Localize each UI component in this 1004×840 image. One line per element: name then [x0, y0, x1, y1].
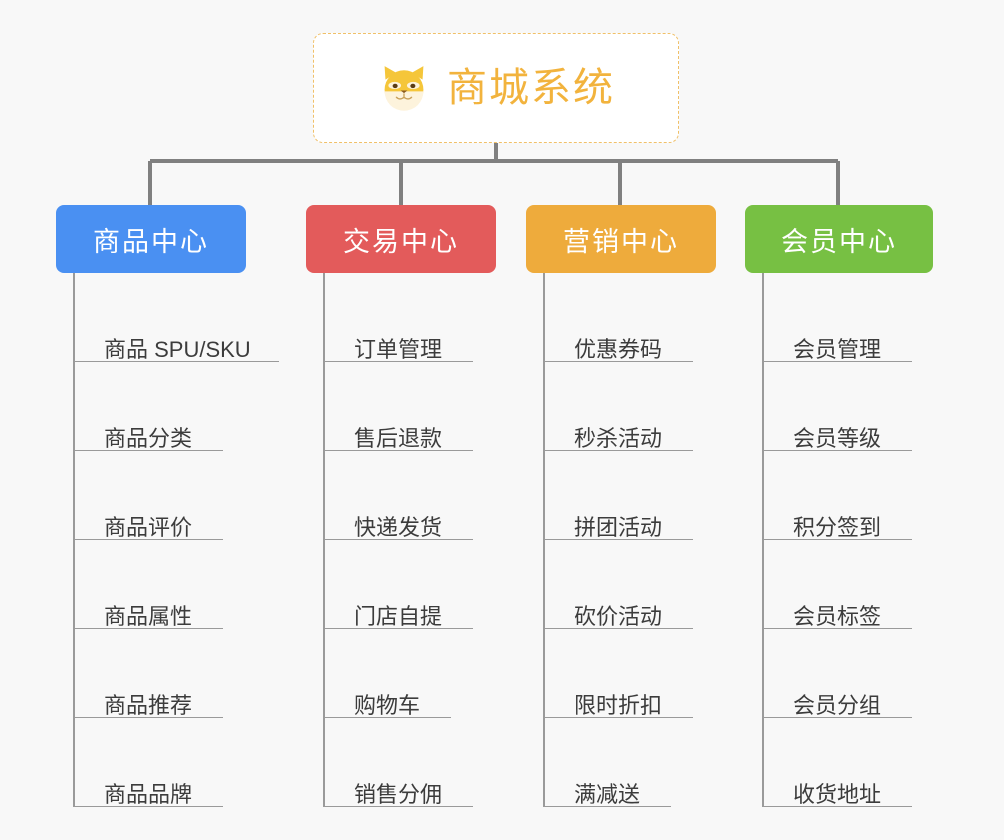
- leaf-item[interactable]: 秒杀活动: [526, 362, 716, 451]
- leaf-item[interactable]: 门店自提: [306, 540, 496, 629]
- branch-column-3: 会员中心 会员管理 会员等级 积分签到 会员标签 会员分组: [745, 205, 933, 807]
- leaf-label: 会员标签: [793, 603, 882, 629]
- leaf-item[interactable]: 商品评价: [56, 451, 246, 540]
- leaf-item[interactable]: 购物车: [306, 629, 496, 718]
- leaf-underline: [543, 450, 693, 451]
- leaf-label: 优惠券码: [574, 336, 663, 362]
- leaf-spine-2: [543, 273, 545, 807]
- leaf-underline: [323, 539, 473, 540]
- leaf-label: 商品 SPU/SKU: [104, 336, 251, 362]
- leaf-label: 拼团活动: [574, 514, 663, 540]
- leaf-label: 会员等级: [793, 425, 882, 451]
- leaf-label: 购物车: [354, 692, 421, 718]
- leaf-underline: [762, 717, 912, 718]
- leaf-item[interactable]: 优惠券码: [526, 273, 716, 362]
- leaf-item[interactable]: 限时折扣: [526, 629, 716, 718]
- branch-column-2: 营销中心 优惠券码 秒杀活动 拼团活动 砍价活动 限时折扣: [526, 205, 716, 807]
- leaf-item[interactable]: 商品 SPU/SKU: [56, 273, 279, 362]
- branch-header-2[interactable]: 营销中心: [526, 205, 716, 273]
- leaf-label: 订单管理: [354, 336, 443, 362]
- leaf-label: 商品品牌: [104, 781, 193, 807]
- leaf-label: 商品属性: [104, 603, 193, 629]
- leaf-label: 销售分佣: [354, 781, 443, 807]
- leaf-item[interactable]: 售后退款: [306, 362, 496, 451]
- leaf-label: 积分签到: [793, 514, 882, 540]
- leaf-underline: [762, 628, 912, 629]
- leaf-item[interactable]: 会员分组: [745, 629, 933, 718]
- branch-header-1[interactable]: 交易中心: [306, 205, 496, 273]
- leaf-item[interactable]: 订单管理: [306, 273, 496, 362]
- leaf-item[interactable]: 会员等级: [745, 362, 933, 451]
- leaf-list-3: 会员管理 会员等级 积分签到 会员标签 会员分组 收货地址: [745, 273, 933, 807]
- leaf-spine-3: [762, 273, 764, 807]
- leaf-item[interactable]: 砍价活动: [526, 540, 716, 629]
- leaf-label: 秒杀活动: [574, 425, 663, 451]
- leaf-underline: [323, 628, 473, 629]
- leaf-underline: [762, 539, 912, 540]
- leaf-label: 商品评价: [104, 514, 193, 540]
- leaf-underline: [543, 539, 693, 540]
- leaf-underline: [762, 806, 912, 807]
- leaf-label: 收货地址: [793, 781, 882, 807]
- leaf-item[interactable]: 商品分类: [56, 362, 246, 451]
- leaf-underline: [323, 806, 473, 807]
- leaf-label: 会员管理: [793, 336, 882, 362]
- leaf-item[interactable]: 销售分佣: [306, 718, 496, 807]
- leaf-item[interactable]: 商品属性: [56, 540, 246, 629]
- leaf-label: 商品推荐: [104, 692, 193, 718]
- branch-header-3[interactable]: 会员中心: [745, 205, 933, 273]
- leaf-underline: [73, 539, 223, 540]
- root-node[interactable]: 商城系统: [313, 33, 679, 143]
- leaf-label: 满减送: [574, 781, 641, 807]
- leaf-item[interactable]: 会员管理: [745, 273, 933, 362]
- leaf-label: 门店自提: [354, 603, 443, 629]
- leaf-underline: [762, 361, 912, 362]
- branch-label-2: 营销中心: [563, 226, 679, 257]
- branch-label-1: 交易中心: [343, 226, 459, 257]
- leaf-label: 限时折扣: [574, 692, 663, 718]
- leaf-underline: [543, 361, 693, 362]
- leaf-underline: [543, 628, 693, 629]
- leaf-spine-0: [73, 273, 75, 807]
- leaf-underline: [73, 450, 223, 451]
- leaf-underline: [73, 628, 223, 629]
- leaf-underline: [73, 361, 279, 362]
- leaf-underline: [323, 361, 473, 362]
- leaf-item[interactable]: 拼团活动: [526, 451, 716, 540]
- leaf-underline: [323, 450, 473, 451]
- leaf-item[interactable]: 会员标签: [745, 540, 933, 629]
- leaf-label: 会员分组: [793, 692, 882, 718]
- leaf-list-1: 订单管理 售后退款 快递发货 门店自提 购物车 销售分佣: [306, 273, 496, 807]
- leaf-underline: [73, 717, 223, 718]
- leaf-item[interactable]: 商品推荐: [56, 629, 246, 718]
- branch-header-0[interactable]: 商品中心: [56, 205, 246, 273]
- leaf-item[interactable]: 积分签到: [745, 451, 933, 540]
- leaf-underline: [543, 806, 671, 807]
- leaf-underline: [323, 717, 451, 718]
- branch-column-0: 商品中心 商品 SPU/SKU 商品分类 商品评价 商品属性 商品推荐: [56, 205, 279, 807]
- leaf-item[interactable]: 满减送: [526, 718, 716, 807]
- shiba-dog-icon: [384, 66, 424, 111]
- leaf-item[interactable]: 快递发货: [306, 451, 496, 540]
- leaf-underline: [73, 806, 223, 807]
- leaf-underline: [543, 717, 693, 718]
- branch-label-0: 商品中心: [93, 226, 209, 257]
- root-title: 商城系统: [447, 66, 615, 110]
- leaf-item[interactable]: 收货地址: [745, 718, 933, 807]
- leaf-label: 售后退款: [354, 425, 443, 451]
- branch-column-1: 交易中心 订单管理 售后退款 快递发货 门店自提 购物车: [306, 205, 496, 807]
- leaf-item[interactable]: 商品品牌: [56, 718, 246, 807]
- leaf-list-0: 商品 SPU/SKU 商品分类 商品评价 商品属性 商品推荐 商品品牌: [56, 273, 279, 807]
- leaf-spine-1: [323, 273, 325, 807]
- leaf-list-2: 优惠券码 秒杀活动 拼团活动 砍价活动 限时折扣 满减送: [526, 273, 716, 807]
- branch-label-3: 会员中心: [781, 226, 897, 257]
- leaf-label: 砍价活动: [574, 603, 663, 629]
- leaf-underline: [762, 450, 912, 451]
- leaf-label: 商品分类: [104, 425, 193, 451]
- leaf-label: 快递发货: [354, 514, 443, 540]
